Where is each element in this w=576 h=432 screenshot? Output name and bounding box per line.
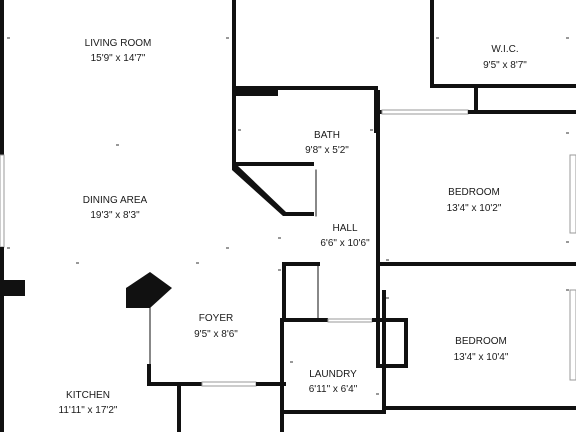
wall-bed1-top-a (376, 110, 382, 114)
kitchen-dims: 11'11" x 17'2" (59, 405, 118, 416)
wall-closet-right (404, 318, 408, 366)
window-left (0, 154, 5, 248)
wall-foyer-bottom-a (147, 382, 202, 386)
wall-hall-top-stub (282, 262, 320, 266)
bedroom-2-dims: 13'4" x 10'4" (454, 352, 509, 363)
hall-dims: 6'6" x 10'6" (320, 238, 370, 249)
wic-name: W.I.C. (491, 44, 518, 55)
window-bed2-right (569, 289, 576, 381)
dining-area-name: DINING AREA (83, 195, 148, 206)
foyer-pillar (126, 272, 172, 308)
wall-stub-left (0, 280, 25, 296)
wall-bed2-left (376, 262, 380, 368)
wall-wic-stub (474, 84, 478, 114)
wall-wic-bottom (430, 84, 576, 88)
bedroom-1-dims: 13'4" x 10'2" (447, 203, 502, 214)
wall-foyer-stub (147, 364, 151, 386)
hall-name: HALL (332, 223, 357, 234)
wall-foyer-bottom-b (256, 382, 286, 386)
door-bed1-top (381, 109, 469, 115)
wall-bed2-bottom (382, 406, 576, 410)
wall-laundry-top (282, 318, 328, 322)
living-room-name: LIVING ROOM (85, 38, 152, 49)
wall-left-top (0, 0, 4, 155)
bedroom-2-name: BEDROOM (455, 336, 507, 347)
wall-bath-bottom (232, 162, 314, 166)
laundry-name: LAUNDRY (309, 369, 357, 380)
door-laundry (327, 318, 373, 323)
tick-marks (7, 37, 569, 395)
kitchen-name: KITCHEN (66, 390, 110, 401)
wall-laundry-top-b (372, 318, 408, 322)
wall-left-mid (0, 247, 4, 297)
wall-closet-bottom (376, 364, 408, 368)
wall-laundry-bottom (282, 410, 386, 414)
dining-area-dims: 19'3" x 8'3" (90, 210, 140, 221)
wall-left-bottom (0, 297, 4, 432)
foyer-name: FOYER (199, 313, 233, 324)
living-room-dims: 15'9" x 14'7" (91, 53, 146, 64)
bath-dims: 9'8" x 5'2" (305, 145, 349, 156)
wall-bed1-top-b (468, 110, 576, 114)
wic-dims: 9'5" x 8'7" (483, 60, 527, 71)
foyer-dims: 9'5" x 8'6" (194, 329, 238, 340)
wall-block-bottom (232, 86, 378, 90)
wall-bed1-bottom (376, 262, 576, 266)
wall-bed1-left (376, 90, 380, 290)
wall-hall-left (282, 262, 286, 322)
laundry-dims: 6'11" x 6'4" (309, 384, 358, 395)
bath-name: BATH (314, 130, 340, 141)
wall-laundry-left (280, 318, 284, 432)
wall-center-top (232, 0, 236, 88)
window-bed1-right (569, 154, 576, 234)
wall-block-thick (236, 86, 278, 96)
door-foyer-bottom (201, 381, 257, 387)
bedroom-1-name: BEDROOM (448, 187, 500, 198)
wall-laundry-right (382, 290, 386, 410)
wall-bath-left (232, 88, 236, 166)
wall-kitchen-divider (177, 384, 181, 432)
wall-bath-angle (232, 166, 314, 216)
wall-wic-left (430, 0, 434, 88)
